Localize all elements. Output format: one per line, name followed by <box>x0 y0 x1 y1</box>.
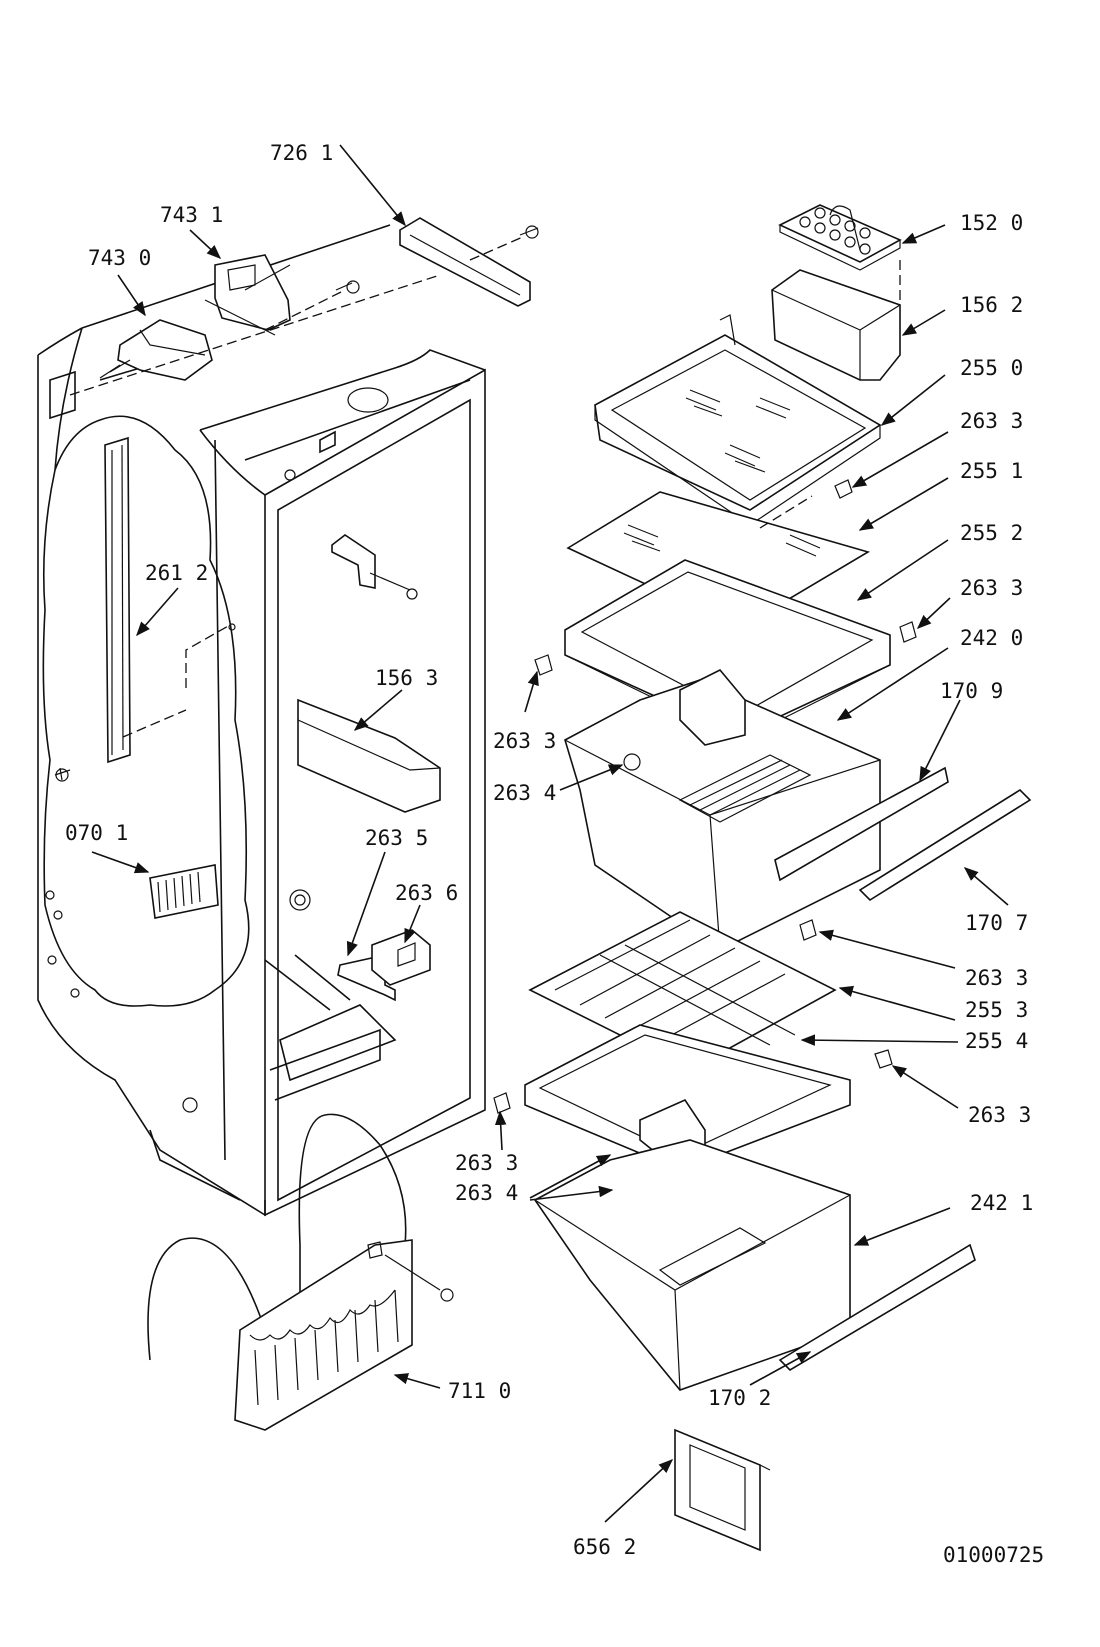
callout-263-6: 263 6 <box>395 881 458 905</box>
callout-156-2: 156 2 <box>960 293 1023 317</box>
heater-assembly <box>147 1113 454 1431</box>
callout-263-3-e: 263 3 <box>968 1103 1031 1127</box>
callout-656-2: 656 2 <box>573 1535 636 1559</box>
part-656-2 <box>674 1428 771 1552</box>
callout-170-9: 170 9 <box>940 679 1003 703</box>
leader-lines <box>91 144 1009 1523</box>
callout-263-3-d: 263 3 <box>965 966 1028 990</box>
callout-263-3-c: 263 3 <box>493 729 556 753</box>
callout-261-2: 261 2 <box>145 561 208 585</box>
callout-152-0: 152 0 <box>960 211 1023 235</box>
cabinet-liner <box>37 224 486 1217</box>
callout-255-3: 255 3 <box>965 998 1028 1022</box>
callout-263-3-a: 263 3 <box>960 409 1023 433</box>
callout-156-3: 156 3 <box>375 666 438 690</box>
callout-255-1: 255 1 <box>960 459 1023 483</box>
callout-170-7: 170 7 <box>965 911 1028 935</box>
drawing-number: 01000725 <box>943 1543 1044 1567</box>
callout-263-5: 263 5 <box>365 826 428 850</box>
callout-263-4-b: 263 4 <box>455 1181 518 1205</box>
callout-labels: 726 1 743 1 743 0 261 2 156 3 070 1 263 … <box>65 141 1044 1567</box>
callout-255-0: 255 0 <box>960 356 1023 380</box>
callout-726-1: 726 1 <box>270 141 333 165</box>
callout-242-0: 242 0 <box>960 626 1023 650</box>
callout-242-1: 242 1 <box>970 1191 1033 1215</box>
callout-255-2: 255 2 <box>960 521 1023 545</box>
callout-743-1: 743 1 <box>160 203 223 227</box>
callout-170-2: 170 2 <box>708 1386 771 1410</box>
callout-070-1: 070 1 <box>65 821 128 845</box>
callout-743-0: 743 0 <box>88 246 151 270</box>
top-controls <box>69 217 539 396</box>
right-assemblies <box>493 204 1032 1391</box>
callout-263-3-b: 263 3 <box>960 576 1023 600</box>
callout-711-0: 711 0 <box>448 1379 511 1403</box>
callout-263-4-a: 263 4 <box>493 781 556 805</box>
callout-255-4: 255 4 <box>965 1029 1028 1053</box>
callout-263-3-f: 263 3 <box>455 1151 518 1175</box>
